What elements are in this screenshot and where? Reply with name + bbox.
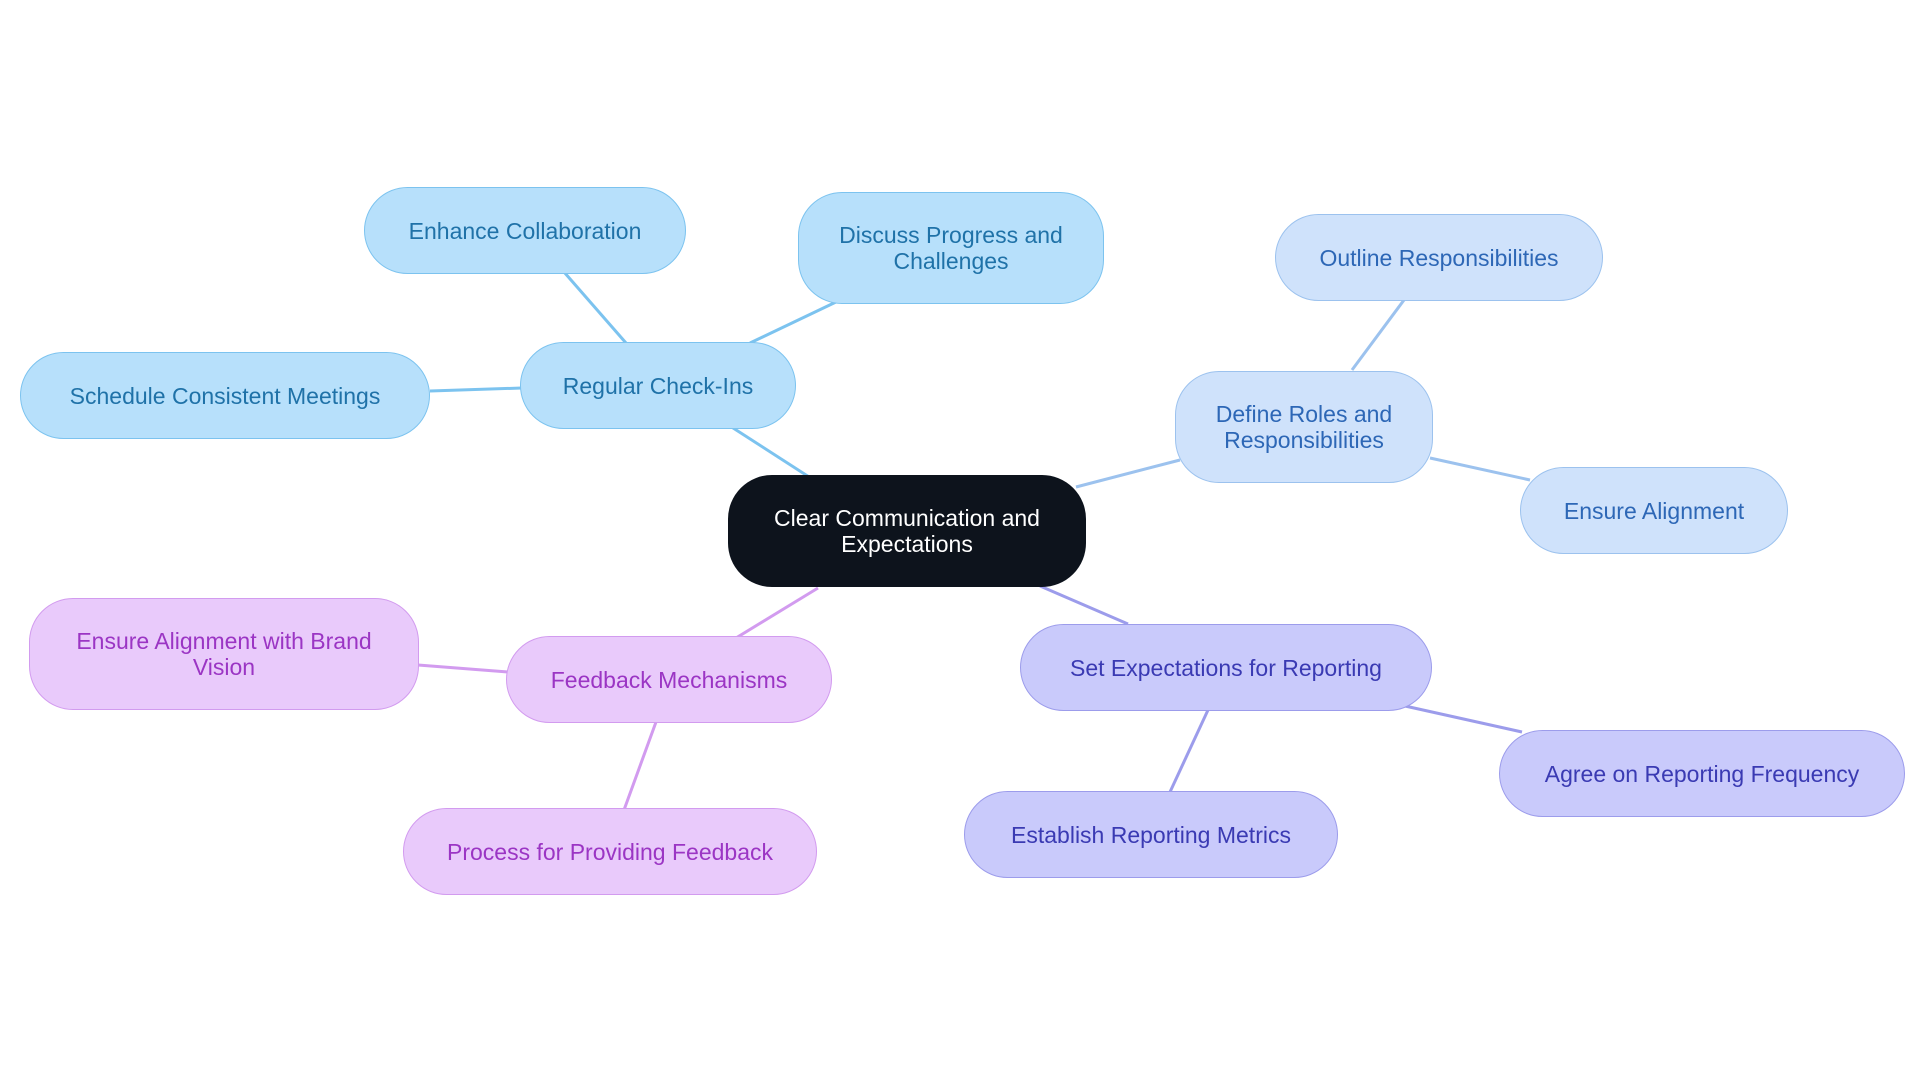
node-ensure-brand-alignment[interactable]: Ensure Alignment with Brand Vision — [29, 598, 419, 710]
edge-feedback-to-ensure-brand-alignment — [417, 663, 509, 674]
node-agree-frequency[interactable]: Agree on Reporting Frequency — [1499, 730, 1905, 817]
node-schedule-meetings-label: Schedule Consistent Meetings — [69, 382, 381, 409]
node-ensure-brand-alignment-label: Ensure Alignment with Brand Vision — [76, 628, 372, 680]
edge-root-to-feedback-mechanisms — [735, 586, 819, 640]
edge-root-to-set-expectations — [1039, 584, 1129, 626]
node-set-expectations[interactable]: Set Expectations for Reporting — [1020, 624, 1432, 711]
edge-feedback-to-process-feedback — [622, 721, 658, 811]
node-establish-metrics-label: Establish Reporting Metrics — [1011, 821, 1291, 848]
edge-roles-to-outline-responsibilities — [1350, 299, 1406, 371]
node-establish-metrics[interactable]: Establish Reporting Metrics — [964, 791, 1338, 878]
node-define-roles-label: Define Roles and Responsibilities — [1215, 401, 1393, 453]
node-discuss-progress-label: Discuss Progress and Challenges — [839, 222, 1063, 274]
root-node-label: Clear Communication and Expectations — [774, 505, 1040, 557]
edge-roles-to-ensure-alignment — [1429, 456, 1531, 482]
edge-reporting-to-establish-metrics — [1168, 709, 1210, 793]
edge-root-to-regular-check-ins — [729, 424, 821, 486]
node-discuss-progress[interactable]: Discuss Progress and Challenges — [798, 192, 1104, 304]
edge-reporting-to-agree-frequency — [1404, 704, 1523, 734]
node-process-feedback[interactable]: Process for Providing Feedback — [403, 808, 817, 895]
edge-root-to-define-roles — [1075, 458, 1181, 489]
edge-check-ins-to-discuss-progress — [749, 300, 837, 345]
root-node[interactable]: Clear Communication and Expectations — [728, 475, 1086, 587]
edge-check-ins-to-enhance-collaboration — [562, 271, 628, 344]
node-outline-responsibilities[interactable]: Outline Responsibilities — [1275, 214, 1603, 301]
node-feedback-mechanisms[interactable]: Feedback Mechanisms — [506, 636, 832, 723]
node-regular-check-ins[interactable]: Regular Check-Ins — [520, 342, 796, 429]
node-enhance-collaboration-label: Enhance Collaboration — [408, 217, 642, 244]
node-schedule-meetings[interactable]: Schedule Consistent Meetings — [20, 352, 430, 439]
node-set-expectations-label: Set Expectations for Reporting — [1070, 654, 1382, 681]
node-feedback-mechanisms-label: Feedback Mechanisms — [550, 666, 788, 693]
node-ensure-alignment[interactable]: Ensure Alignment — [1520, 467, 1788, 554]
node-define-roles[interactable]: Define Roles and Responsibilities — [1175, 371, 1433, 483]
node-regular-check-ins-label: Regular Check-Ins — [562, 372, 754, 399]
node-process-feedback-label: Process for Providing Feedback — [447, 838, 773, 865]
node-outline-responsibilities-label: Outline Responsibilities — [1319, 244, 1559, 271]
node-agree-frequency-label: Agree on Reporting Frequency — [1544, 760, 1860, 787]
node-ensure-alignment-label: Ensure Alignment — [1563, 497, 1745, 524]
node-enhance-collaboration[interactable]: Enhance Collaboration — [364, 187, 686, 274]
edge-check-ins-to-schedule-meetings — [429, 386, 523, 393]
